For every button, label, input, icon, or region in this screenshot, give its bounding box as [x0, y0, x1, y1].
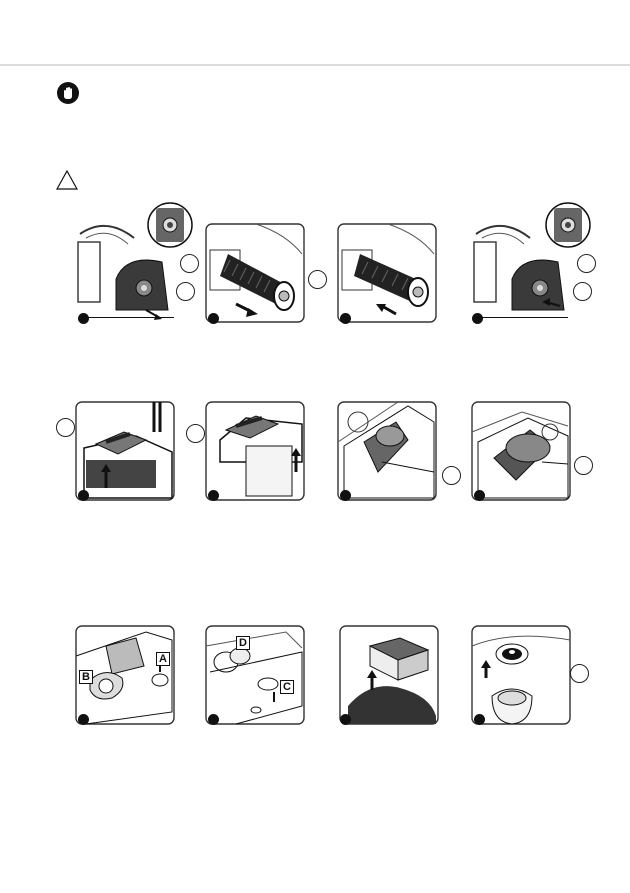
- row2-panel3: [338, 402, 436, 500]
- label-C: C: [280, 680, 294, 694]
- step-underline: [84, 317, 174, 318]
- callout-row2-p4: [574, 456, 593, 475]
- row3-panel2: [206, 626, 304, 724]
- row1-panel1-inset: [146, 198, 194, 252]
- step-1-4: [472, 313, 483, 324]
- step-3-4: [474, 714, 485, 725]
- callout-row2-p1: [56, 418, 75, 437]
- step-2-2: [208, 490, 219, 501]
- label-D: D: [236, 636, 250, 650]
- row1-panel2: [206, 224, 304, 322]
- step-3-1: [78, 714, 89, 725]
- row1-panel4-inset: [544, 198, 592, 252]
- step-2-3: [340, 490, 351, 501]
- row3-panel3: [340, 626, 438, 724]
- header-rule: [0, 64, 630, 66]
- row2-panel1: [76, 402, 174, 500]
- step-3-3: [340, 714, 351, 725]
- callout-row1-p3: [308, 270, 327, 289]
- callout-row1-p1-a: [180, 254, 199, 273]
- step-2-1: [78, 490, 89, 501]
- step-1-2: [208, 313, 219, 324]
- callout-row2-p2: [186, 424, 205, 443]
- row3-panel4: [472, 626, 570, 724]
- label-B: B: [79, 670, 93, 684]
- step-underline: [478, 317, 568, 318]
- row1-panel3: [338, 224, 436, 322]
- callout-row3-p4: [570, 664, 589, 683]
- step-3-2: [208, 714, 219, 725]
- label-A: A: [156, 652, 170, 666]
- row2-panel2: [206, 402, 304, 500]
- callout-row1-p1-b: [176, 282, 195, 301]
- step-1-3: [340, 313, 351, 324]
- callout-row1-p4-b: [573, 282, 592, 301]
- warning-triangle-icon: [56, 170, 78, 190]
- callout-row1-p4-a: [577, 254, 596, 273]
- step-1-1: [78, 313, 89, 324]
- row2-panel4: [472, 402, 570, 500]
- callout-row2-p3: [442, 466, 461, 485]
- glove-icon: [57, 82, 79, 104]
- step-2-4: [474, 490, 485, 501]
